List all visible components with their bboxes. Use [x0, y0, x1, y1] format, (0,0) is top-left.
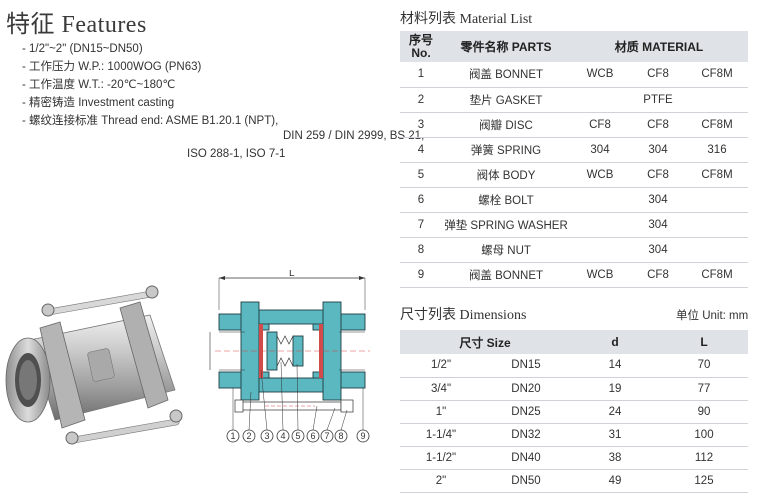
callout-4: 4: [281, 431, 286, 441]
features-title: 特征 Features: [6, 12, 147, 38]
table-row: 1 阀盖 BONNET WCB CF8 CF8M: [400, 62, 748, 88]
table-row: 7 弹垫 SPRING WASHER 304: [400, 212, 748, 238]
callout-8: 8: [339, 431, 344, 441]
header-L: L: [660, 330, 748, 354]
callout-circles: [226, 429, 370, 443]
feature-thread-continuation-2: ISO 288-1, ISO 7-1: [187, 148, 286, 160]
feature-item: - 精密铸造 Investment casting: [22, 97, 175, 109]
dimension-L-label: L: [289, 270, 295, 279]
material-table: 序号 No. 零件名称 PARTS 材质 MATERIAL 1 阀盖 BONNE…: [400, 31, 748, 288]
table-row: 9 阀盖 BONNET WCB CF8 CF8M: [400, 262, 748, 288]
header-material: 材质 MATERIAL: [570, 31, 748, 62]
features-list: - 1/2"~2" (DN15~DN50) - 工作压力 W.P.: 1000W…: [22, 40, 278, 130]
callout-1: 1: [231, 431, 236, 441]
feature-item: - 工作压力 W.P.: 1000WOG (PN63): [22, 61, 202, 73]
dimensions-unit: 单位 Unit: mm: [676, 310, 749, 322]
table-row: 2 垫片 GASKET PTFE: [400, 87, 748, 113]
callout-7: 7: [325, 431, 330, 441]
table-row: 3/4" DN20 19 77: [400, 377, 748, 401]
valve-section-drawing: L Φd: [209, 270, 370, 443]
valve-product-image: [5, 285, 183, 445]
feature-item: - 1/2"~2" (DN15~DN50): [22, 43, 143, 55]
header-parts: 零件名称 PARTS: [442, 31, 570, 62]
header-no: 序号 No.: [400, 31, 442, 62]
header-size: 尺寸 Size: [400, 330, 570, 354]
material-table-header: 序号 No. 零件名称 PARTS 材质 MATERIAL: [400, 31, 748, 62]
callout-6: 6: [311, 431, 316, 441]
table-row: 4 弹簧 SPRING 304 304 316: [400, 137, 748, 163]
feature-item: - 螺纹连接标准 Thread end: ASME B1.20.1 (NPT),: [22, 115, 279, 127]
table-row: 1-1/2" DN40 38 112: [400, 446, 748, 470]
feature-item: - 工作温度 W.T.: -20℃~180℃: [22, 79, 176, 91]
callout-9: 9: [361, 431, 366, 441]
header-d: d: [570, 330, 660, 354]
callout-5: 5: [296, 431, 301, 441]
dimensions-table: 尺寸 Size d L 1/2" DN15 14 70 3/4" DN20 19…: [400, 330, 748, 493]
feature-thread-continuation-1: DIN 259 / DIN 2999, BS 21,: [283, 130, 425, 142]
dimensions-table-header: 尺寸 Size d L: [400, 330, 748, 354]
table-row: 1/2" DN15 14 70: [400, 354, 748, 378]
callout-3: 3: [265, 431, 270, 441]
callout-2: 2: [247, 431, 252, 441]
table-row: 6 螺栓 BOLT 304: [400, 187, 748, 213]
table-row: 3 阀瓣 DISC CF8 CF8 CF8M: [400, 112, 748, 138]
table-row: 5 阀体 BODY WCB CF8 CF8M: [400, 162, 748, 188]
table-row: 1" DN25 24 90: [400, 400, 748, 424]
table-row: 1-1/4" DN32 31 100: [400, 423, 748, 447]
material-list-title: 材料列表 Material List: [400, 12, 533, 27]
table-row: 8 螺母 NUT 304: [400, 237, 748, 263]
table-row: 2" DN50 49 125: [400, 469, 748, 493]
dimensions-title: 尺寸列表 Dimensions: [400, 308, 527, 323]
